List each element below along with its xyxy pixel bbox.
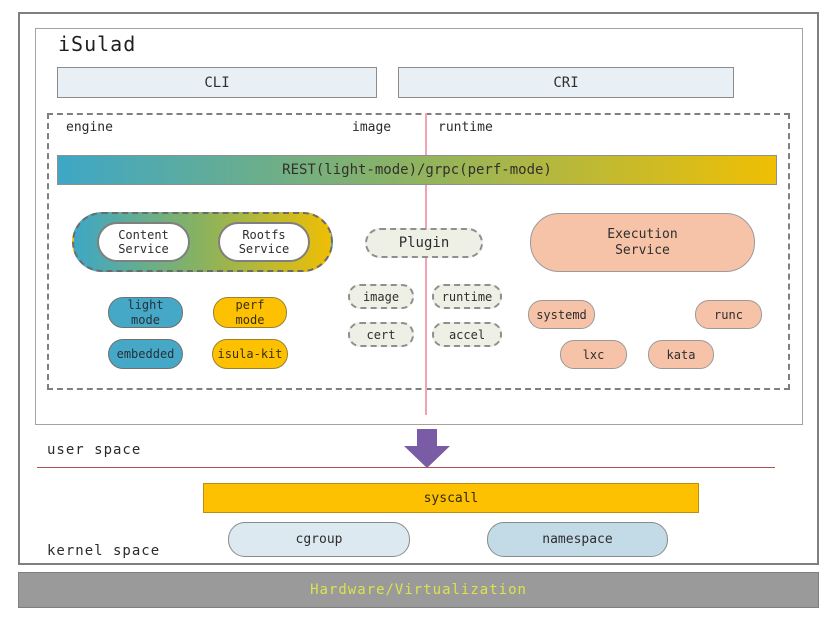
diagram-title: iSulad xyxy=(58,32,137,56)
lxc-pill: lxc xyxy=(560,340,627,369)
isula-kit-pill: isula-kit xyxy=(212,339,288,369)
image-runtime-divider-line xyxy=(425,113,427,415)
engine-services-group: Content Service Rootfs Service xyxy=(72,212,333,272)
image-section-label: image xyxy=(352,120,392,135)
rootfs-service-pill: Rootfs Service xyxy=(218,222,310,262)
kata-pill: kata xyxy=(648,340,714,369)
cgroup-pill: cgroup xyxy=(228,522,410,557)
syscall-bar: syscall xyxy=(203,483,699,513)
runtime-section-label: runtime xyxy=(438,120,493,135)
cert-plugin-pill: cert xyxy=(348,322,414,347)
image-plugin-pill: image xyxy=(348,284,414,309)
user-kernel-divider-line xyxy=(37,467,775,468)
modules-dashed-area xyxy=(47,113,790,390)
embedded-pill: embedded xyxy=(108,339,183,369)
down-arrow-icon xyxy=(404,429,450,468)
content-service-pill: Content Service xyxy=(97,222,190,262)
light-mode-pill: light mode xyxy=(108,297,183,328)
runc-pill: runc xyxy=(695,300,762,329)
engine-section-label: engine xyxy=(66,120,113,135)
user-space-label: user space xyxy=(47,442,142,458)
cri-box: CRI xyxy=(398,67,734,98)
hardware-virtualization-bar: Hardware/Virtualization xyxy=(18,572,819,608)
cli-box: CLI xyxy=(57,67,377,98)
rest-grpc-bar: REST(light-mode)/grpc(perf-mode) xyxy=(57,155,777,185)
namespace-pill: namespace xyxy=(487,522,668,557)
accel-plugin-pill: accel xyxy=(432,322,502,347)
execution-service-pill: Execution Service xyxy=(530,213,755,272)
runtime-plugin-pill: runtime xyxy=(432,284,502,309)
kernel-space-label: kernel space xyxy=(47,543,161,559)
perf-mode-pill: perf mode xyxy=(213,297,287,328)
systemd-pill: systemd xyxy=(528,300,595,329)
plugin-pill: Plugin xyxy=(365,228,483,258)
